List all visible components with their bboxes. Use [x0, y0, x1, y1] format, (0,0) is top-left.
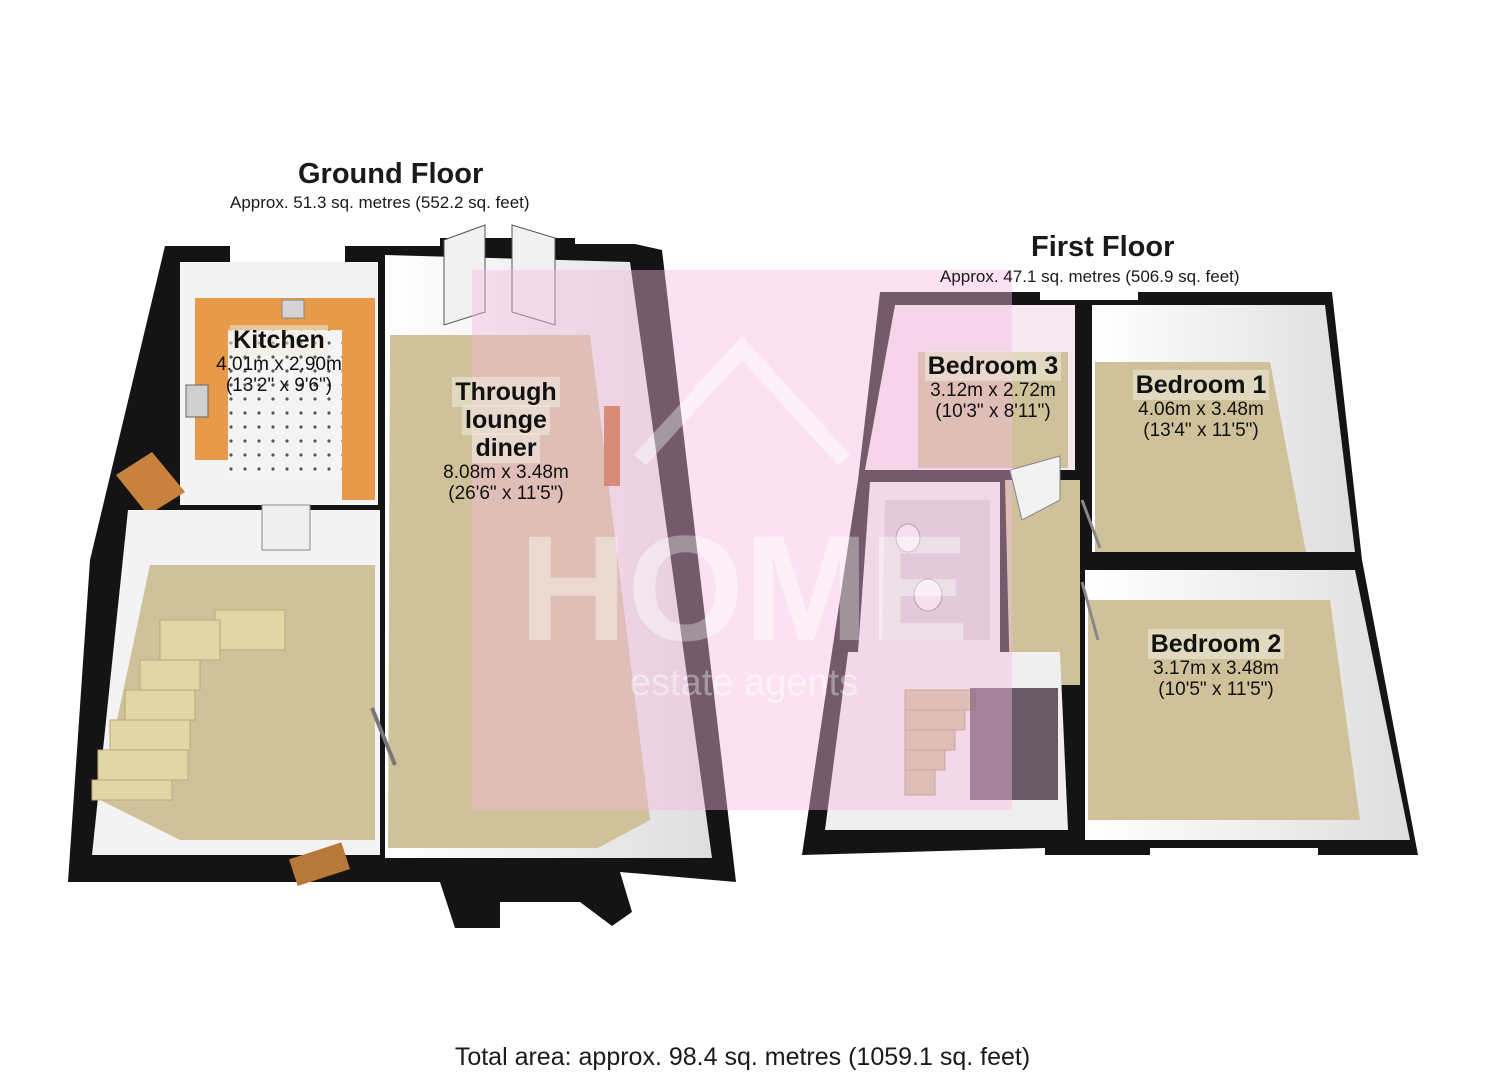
landing-floor — [1005, 480, 1080, 685]
bedroom1-name: Bedroom 1 — [1132, 370, 1270, 400]
watermark-pink-panel — [472, 270, 1012, 810]
bedroom3-imperial: (10'3" x 8'11") — [935, 401, 1051, 423]
bathroom-basin — [895, 523, 921, 553]
room-label-lounge: Through lounge diner 8.08m x 3.48m (26'6… — [424, 377, 588, 505]
lounge-patio-doors — [443, 224, 556, 326]
hall-front-door — [289, 842, 351, 886]
bedroom2-name: Bedroom 2 — [1147, 629, 1285, 659]
ground-floor-area: Approx. 51.3 sq. metres (552.2 sq. feet) — [230, 193, 530, 212]
room-label-bedroom-1: Bedroom 1 4.06m x 3.48m (13'4" x 11'5") — [1116, 370, 1286, 442]
kitchen-metric: 4.01m x 2.90m — [216, 354, 342, 375]
first-floor-title: First Floor — [1031, 231, 1175, 263]
ground-floor-plan — [68, 224, 736, 928]
lounge-imperial: (26'6" x 11'5") — [448, 483, 564, 505]
lounge-metric: 8.08m x 3.48m — [443, 462, 569, 483]
kitchen-worktop — [195, 298, 375, 500]
watermark: HOME estate agents — [472, 270, 1012, 810]
ground-floor-title: Ground Floor — [298, 158, 484, 190]
lounge-carpet — [388, 335, 650, 848]
bathroom-toilet — [913, 578, 943, 612]
bedroom2-imperial: (10'5" x 11'5") — [1158, 679, 1274, 701]
bedroom1-metric: 4.06m x 3.48m — [1138, 399, 1264, 420]
landing-doors — [1009, 455, 1061, 521]
watermark-tagline: estate agents — [630, 662, 858, 704]
first-floor-area: Approx. 47.1 sq. metres (506.9 sq. feet) — [940, 267, 1240, 286]
bedroom2-metric: 3.17m x 3.48m — [1153, 658, 1279, 679]
bedroom1-imperial: (13'4" x 11'5") — [1143, 420, 1259, 442]
kitchen-tiled-floor — [228, 330, 342, 480]
lounge-name-line2: lounge — [462, 405, 550, 435]
kitchen-side-door — [116, 452, 185, 515]
bedroom3-carpet — [918, 352, 1068, 468]
room-label-bedroom-2: Bedroom 2 3.17m x 3.48m (10'5" x 11'5") — [1131, 629, 1301, 701]
lounge-fireplace — [604, 406, 620, 486]
kitchen-hob — [185, 384, 209, 418]
ground-stairs — [91, 609, 286, 801]
bedroom3-metric: 3.12m x 2.72m — [930, 380, 1056, 401]
bedroom2-door — [1080, 581, 1100, 641]
first-floor-stairs — [904, 689, 976, 796]
bedroom1-door — [1080, 499, 1102, 549]
watermark-roof-icon — [634, 336, 850, 466]
kitchen-sink — [281, 299, 305, 319]
watermark-brand: HOME — [519, 504, 969, 672]
bedroom1-carpet — [1095, 362, 1306, 552]
room-label-kitchen: Kitchen 4.01m x 2.90m (13'2" x 9'6") — [198, 325, 360, 397]
kitchen-imperial: (13'2" x 9'6") — [225, 375, 333, 397]
lounge-name-line3: diner — [472, 433, 540, 463]
hall-cupboard-door — [261, 504, 311, 551]
room-label-bedroom-3: Bedroom 3 3.12m x 2.72m (10'3" x 8'11") — [908, 351, 1078, 423]
kitchen-name: Kitchen — [230, 325, 328, 355]
bedroom3-name: Bedroom 3 — [924, 351, 1062, 381]
stair-void — [970, 688, 1058, 800]
lounge-hall-door — [370, 707, 397, 766]
total-area: Total area: approx. 98.4 sq. metres (105… — [454, 1043, 1031, 1071]
lounge-name-line1: Through — [452, 377, 560, 407]
